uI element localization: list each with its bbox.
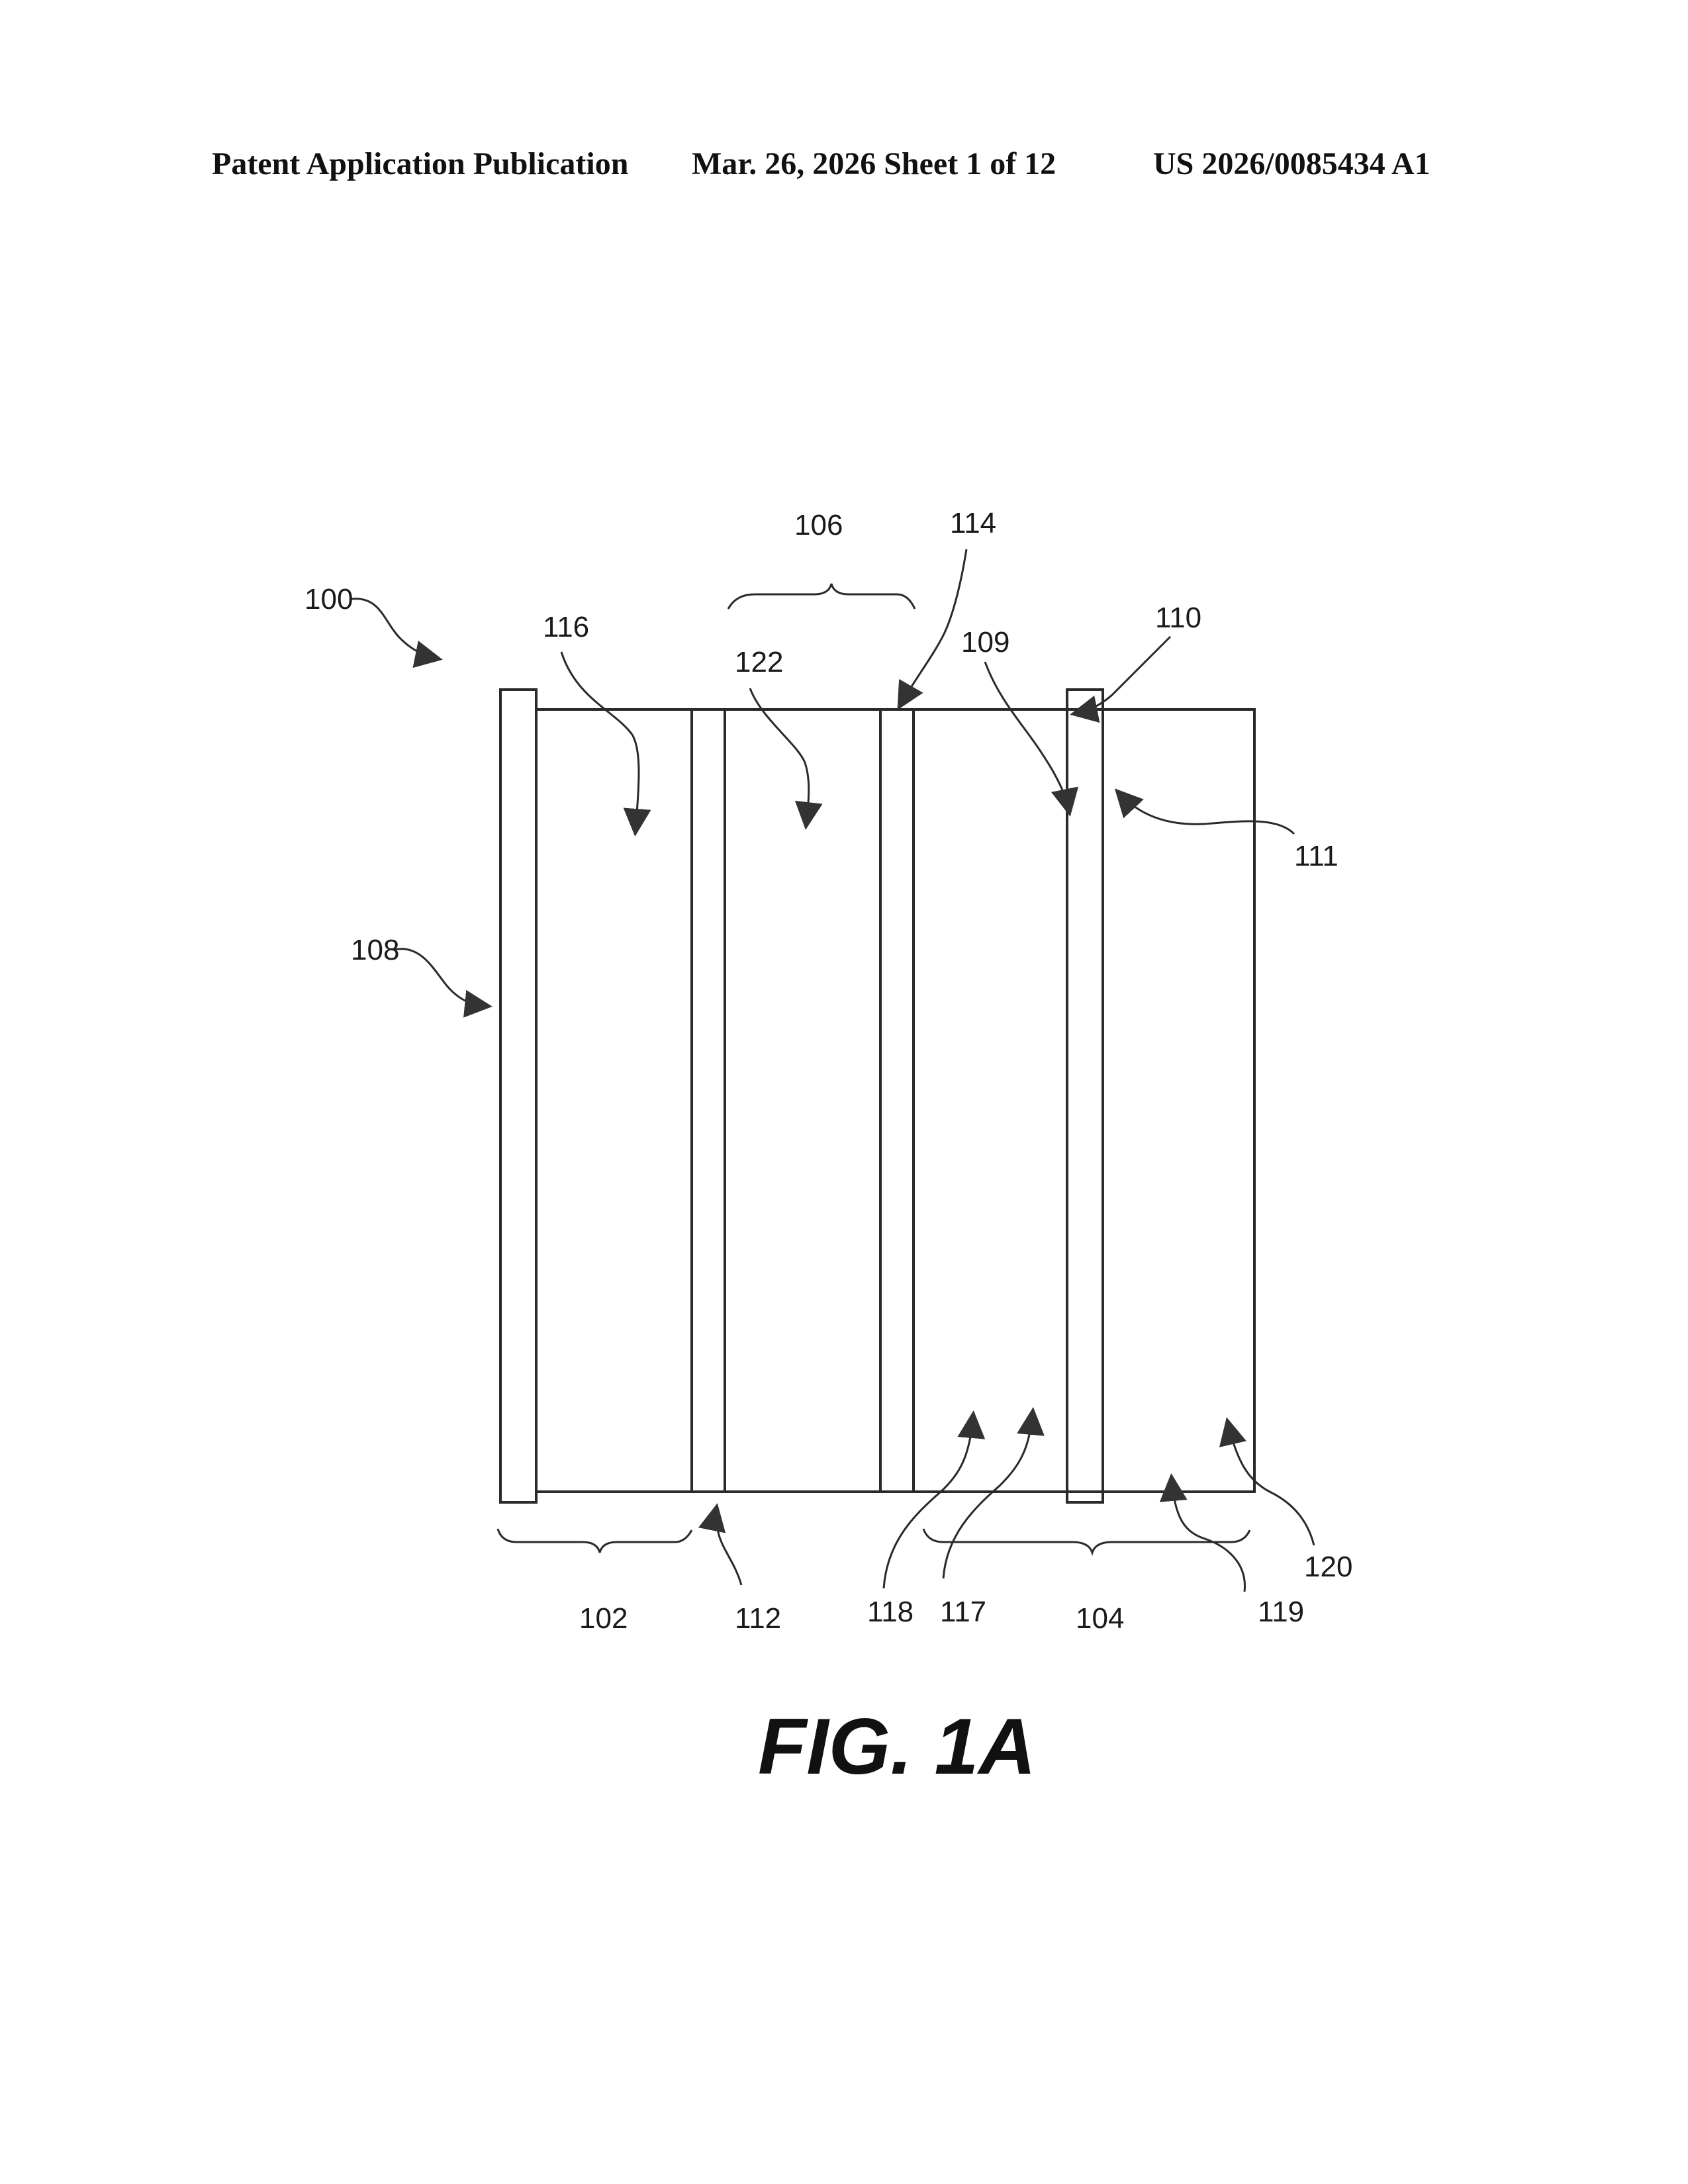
label-117: 117 (940, 1596, 986, 1628)
device-body (536, 709, 1254, 1492)
leader-100 (351, 599, 437, 659)
label-119: 119 (1258, 1596, 1304, 1628)
leader-116 (561, 652, 639, 831)
label-100: 100 (305, 583, 353, 615)
leader-117 (943, 1413, 1033, 1578)
layer-114 (880, 709, 914, 1492)
leader-108 (394, 949, 487, 1006)
leader-114 (900, 549, 966, 705)
leader-109 (985, 662, 1069, 811)
label-106: 106 (794, 509, 843, 541)
label-116: 116 (543, 611, 589, 643)
leader-120 (1228, 1423, 1314, 1545)
label-109: 109 (961, 626, 1009, 659)
label-122: 122 (735, 646, 783, 678)
label-102: 102 (579, 1602, 628, 1635)
bracket-102 (498, 1529, 692, 1553)
leader-118 (884, 1416, 973, 1588)
label-108: 108 (351, 934, 399, 966)
bracket-106 (728, 584, 915, 609)
leader-119 (1172, 1479, 1244, 1592)
leader-111 (1119, 793, 1294, 834)
figure-caption: FIG. 1A (758, 1702, 1036, 1791)
membrane-110 (1067, 690, 1103, 1502)
label-110: 110 (1155, 602, 1201, 634)
label-104: 104 (1076, 1602, 1124, 1635)
label-111: 111 (1294, 840, 1338, 872)
layer-112 (692, 709, 725, 1492)
label-112: 112 (735, 1602, 781, 1635)
plate-108 (500, 690, 536, 1502)
leader-112 (716, 1509, 741, 1585)
label-120: 120 (1304, 1551, 1352, 1583)
bracket-104 (923, 1529, 1250, 1553)
leader-110 (1076, 637, 1170, 713)
label-118: 118 (867, 1596, 914, 1628)
label-114: 114 (950, 507, 996, 539)
